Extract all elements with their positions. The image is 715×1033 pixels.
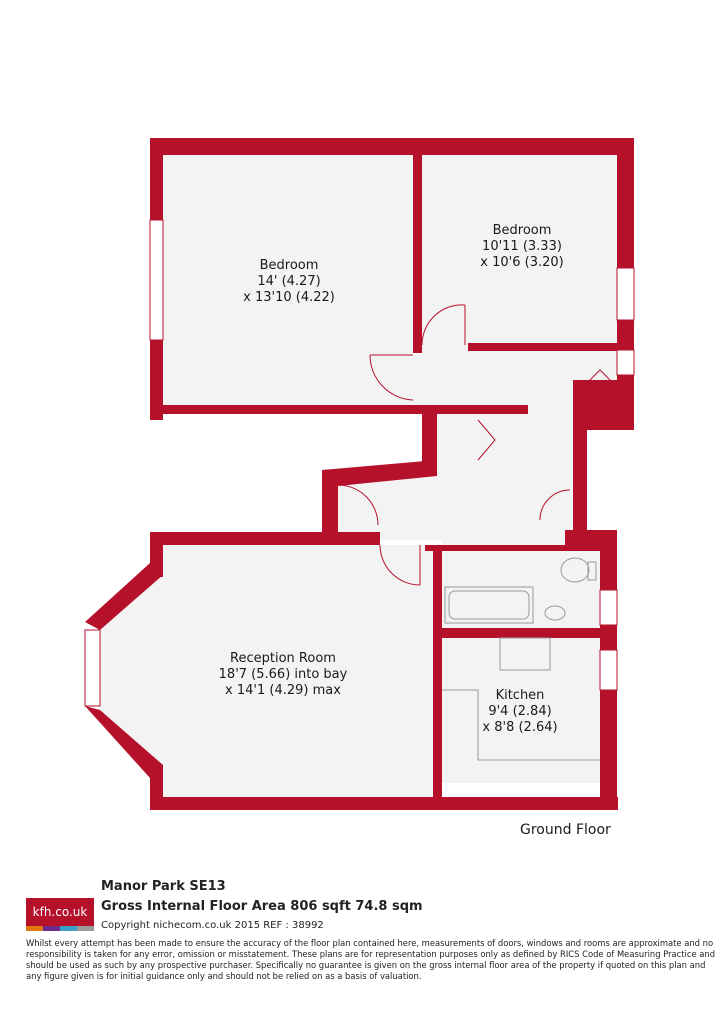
- room-label-reception: Reception Room 18'7 (5.66) into bay x 14…: [198, 651, 368, 699]
- floor-plan: [84, 138, 635, 810]
- floor-label: Ground Floor: [520, 822, 611, 838]
- room-name: Reception Room: [230, 651, 336, 666]
- room-dimension: 9'4 (2.84): [488, 704, 552, 719]
- logo-stripe: [60, 926, 77, 931]
- property-title: Manor Park SE13: [101, 879, 226, 894]
- logo-text: kfh.co.uk: [26, 898, 94, 926]
- kfh-logo[interactable]: kfh.co.uk: [26, 898, 94, 932]
- room-dimension: 18'7 (5.66) into bay: [218, 667, 348, 682]
- room-name: Kitchen: [495, 688, 545, 703]
- room-dimension: 14' (4.27): [257, 274, 321, 289]
- logo-stripe: [43, 926, 60, 931]
- room-label-bedroom-1: Bedroom 14' (4.27) x 13'10 (4.22): [219, 258, 359, 306]
- logo-stripe: [26, 926, 43, 931]
- room-label-kitchen: Kitchen 9'4 (2.84) x 8'8 (2.64): [470, 688, 570, 736]
- room-dimension: x 8'8 (2.64): [482, 720, 558, 735]
- room-dimension: x 10'6 (3.20): [480, 255, 564, 270]
- room-name: Bedroom: [259, 258, 319, 273]
- door-swings: [337, 304, 616, 586]
- fixtures: [442, 557, 600, 761]
- room-name: Bedroom: [492, 223, 552, 238]
- room-dimension: x 14'1 (4.29) max: [225, 683, 341, 698]
- floor-area: Gross Internal Floor Area 806 sqft 74.8 …: [101, 899, 423, 914]
- windows: [84, 219, 635, 707]
- floor-fill: [100, 155, 617, 797]
- walls: [85, 138, 634, 810]
- room-label-bedroom-2: Bedroom 10'11 (3.33) x 10'6 (3.20): [452, 223, 592, 271]
- disclaimer: Whilst every attempt has been made to en…: [26, 938, 715, 981]
- room-dimension: x 13'10 (4.22): [243, 290, 335, 305]
- logo-stripe: [77, 926, 94, 931]
- copyright: Copyright nichecom.co.uk 2015 REF : 3899…: [101, 920, 324, 931]
- room-dimension: 10'11 (3.33): [482, 239, 562, 254]
